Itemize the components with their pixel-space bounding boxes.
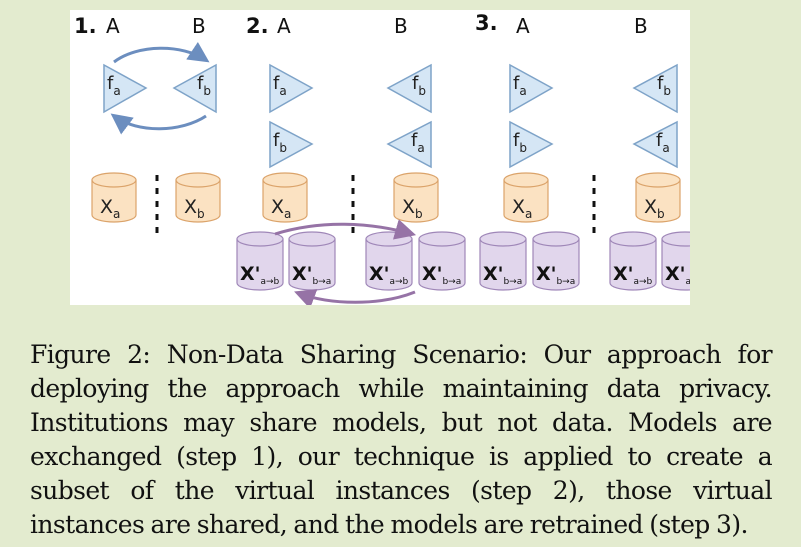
step-3-model-fa: fa bbox=[509, 63, 554, 114]
step-1-number: 1. bbox=[74, 14, 97, 38]
step-2-model-fa-copy: fa bbox=[386, 120, 432, 169]
step-3-data-xa: Xa bbox=[503, 172, 549, 223]
svg-text:X'b→a: X'b→a bbox=[483, 263, 522, 287]
step-2-arrow-share-to-a bbox=[294, 289, 416, 305]
step-3-model-fa-copy: fa bbox=[632, 120, 678, 169]
figure-panel: 1. A B fa fb Xa Xb 2. A B fa fb fb fa bbox=[70, 10, 690, 305]
svg-text:Xa: Xa bbox=[512, 196, 532, 221]
step-1-model-fb: fb bbox=[172, 63, 217, 114]
step-3-virtual-a-to-b-1: X'a→b bbox=[609, 231, 657, 291]
svg-text:Xa: Xa bbox=[271, 196, 291, 221]
svg-text:fb: fb bbox=[197, 73, 211, 98]
step-3-virtual-b-to-a-1: X'b→a bbox=[479, 231, 527, 291]
svg-text:Xa: Xa bbox=[100, 196, 120, 221]
step-2-data-xa: Xa bbox=[262, 172, 308, 223]
step-2-virtual-a-to-b-at-a: X'a→b bbox=[236, 231, 284, 291]
svg-text:X'b→a: X'b→a bbox=[536, 263, 575, 287]
step-3-virtual-b-to-a-2: X'b→a bbox=[532, 231, 580, 291]
step-2-virtual-a-to-b-at-b: X'a→b bbox=[365, 231, 413, 291]
svg-text:fa: fa bbox=[411, 130, 425, 155]
svg-text:X'a→b: X'a→b bbox=[240, 263, 280, 287]
svg-text:fb: fb bbox=[273, 130, 287, 155]
figure-caption: Figure 2: Non-Data Sharing Scenario: Our… bbox=[30, 340, 773, 539]
step-2-arrow-share-to-b bbox=[274, 219, 417, 240]
step-2-model-fa: fa bbox=[269, 63, 314, 114]
step-1-arrow-a-to-b bbox=[113, 41, 210, 64]
diagram: 1. A B fa fb Xa Xb 2. A B fa fb fb fa bbox=[74, 11, 690, 305]
step-2-model-fb: fb bbox=[386, 63, 432, 114]
step-1-label-b: B bbox=[192, 14, 206, 38]
svg-text:X'b→a: X'b→a bbox=[422, 263, 461, 287]
svg-text:fa: fa bbox=[513, 73, 527, 98]
svg-text:fb: fb bbox=[657, 73, 671, 98]
svg-text:fa: fa bbox=[273, 73, 287, 98]
step-1-arrow-b-to-a bbox=[110, 113, 207, 135]
svg-text:X'a→b: X'a→b bbox=[665, 263, 690, 287]
step-2-model-fb-copy: fb bbox=[269, 120, 314, 169]
step-1-data-xa: Xa bbox=[91, 172, 137, 223]
step-3-data-xb: Xb bbox=[635, 172, 681, 223]
svg-text:X'a→b: X'a→b bbox=[613, 263, 653, 287]
step-1-model-fa: fa bbox=[103, 63, 148, 114]
step-2-virtual-b-to-a-at-b: X'b→a bbox=[418, 231, 466, 291]
step-2-label-a: A bbox=[277, 14, 291, 38]
svg-text:X'b→a: X'b→a bbox=[292, 263, 331, 287]
step-2-data-xb: Xb bbox=[393, 172, 439, 223]
svg-text:Xb: Xb bbox=[184, 196, 205, 221]
step-3-number: 3. bbox=[475, 11, 498, 35]
step-3-label-a: A bbox=[516, 14, 530, 38]
svg-text:Xb: Xb bbox=[644, 196, 665, 221]
step-3-model-fb-copy: fb bbox=[509, 120, 554, 169]
svg-text:fb: fb bbox=[412, 73, 426, 98]
svg-text:fa: fa bbox=[656, 130, 670, 155]
svg-text:X'a→b: X'a→b bbox=[369, 263, 409, 287]
step-1-label-a: A bbox=[106, 14, 120, 38]
svg-text:fa: fa bbox=[107, 73, 121, 98]
step-3-virtual-a-to-b-2: X'a→b bbox=[661, 231, 690, 291]
step-3-model-fb: fb bbox=[632, 63, 678, 114]
svg-text:Xb: Xb bbox=[402, 196, 423, 221]
svg-text:fb: fb bbox=[513, 130, 527, 155]
step-2-label-b: B bbox=[394, 14, 408, 38]
step-2-number: 2. bbox=[246, 14, 269, 38]
step-3-label-b: B bbox=[634, 14, 648, 38]
step-2-virtual-b-to-a-at-a: X'b→a bbox=[288, 231, 336, 291]
step-1-data-xb: Xb bbox=[175, 172, 221, 223]
